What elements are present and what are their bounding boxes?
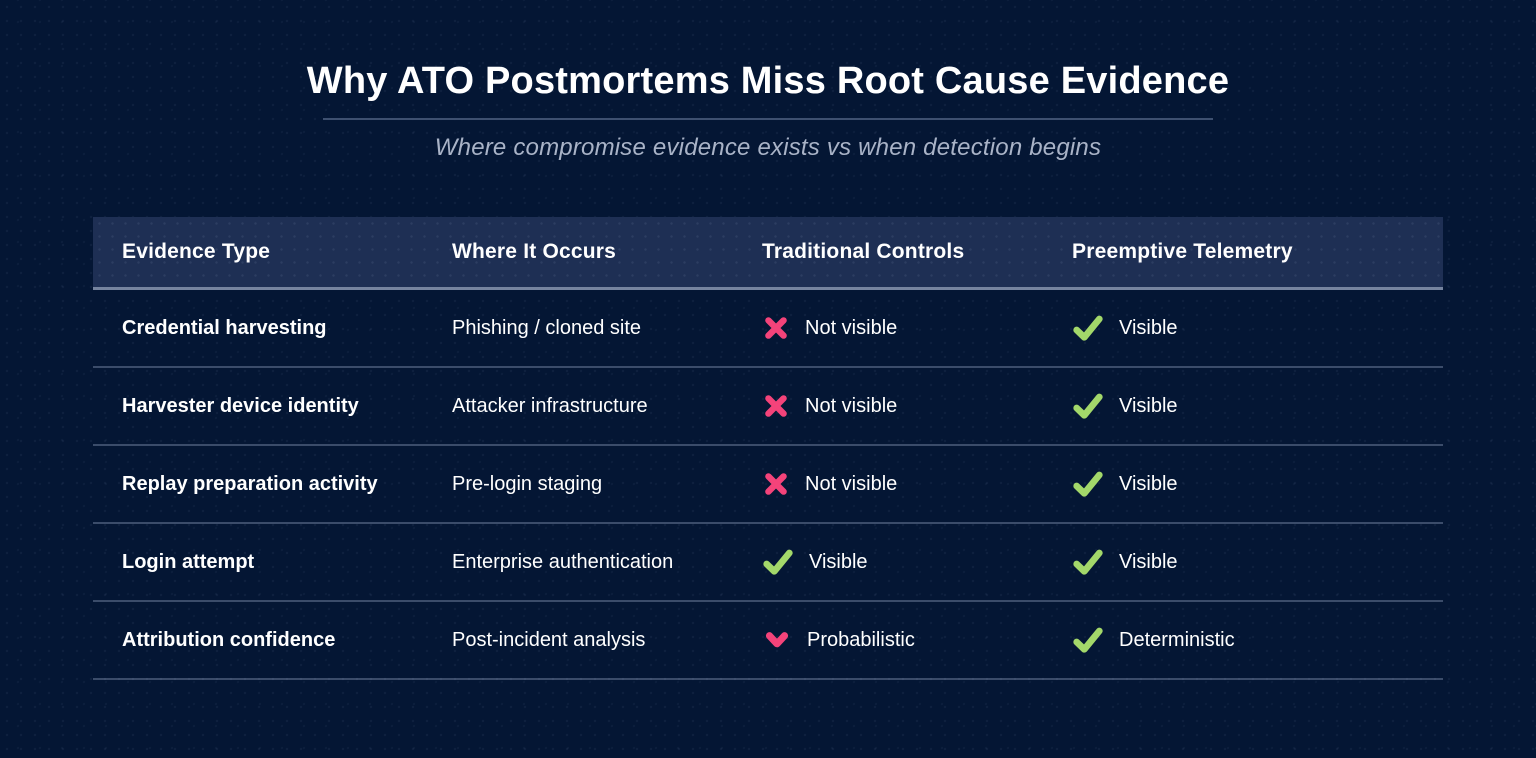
table-row: Harvester device identity Attacker infra… [93,368,1443,446]
where-it-occurs-cell: Pre-login staging [452,472,603,495]
check-icon [1072,468,1104,500]
traditional-controls-cell: Not visible [762,392,1072,420]
table-row: Attribution confidence Post-incident ana… [93,602,1443,680]
table-row: Login attempt Enterprise authentication … [93,524,1443,602]
check-icon [1072,390,1104,422]
where-it-occurs-cell: Phishing / cloned site [452,316,642,339]
traditional-controls-cell: Not visible [762,470,1072,498]
status-label: Visible [1119,550,1178,573]
status-label: Not visible [805,316,898,339]
status-label: Not visible [805,394,898,417]
evidence-table: Evidence Type Where It Occurs Traditiona… [93,217,1443,680]
table-row: Credential harvesting Phishing / cloned … [93,290,1443,368]
traditional-controls-cell: Visible [762,546,1072,578]
check-icon [1072,624,1104,656]
chevron-down-icon [762,627,792,653]
check-icon [1072,546,1104,578]
preemptive-telemetry-cell: Visible [1072,312,1443,344]
header-evidence-type: Evidence Type [122,240,271,263]
evidence-type-cell: Attribution confidence [122,628,336,651]
evidence-type-cell: Login attempt [122,550,255,573]
cross-icon [762,392,790,420]
check-icon [1072,312,1104,344]
where-it-occurs-cell: Post-incident analysis [452,628,646,651]
evidence-type-cell: Credential harvesting [122,316,327,339]
header-traditional-controls: Traditional Controls [762,240,965,263]
table-header-row: Evidence Type Where It Occurs Traditiona… [93,217,1443,290]
table-row: Replay preparation activity Pre-login st… [93,446,1443,524]
status-label: Not visible [805,472,898,495]
preemptive-telemetry-cell: Deterministic [1072,624,1443,656]
page-header: Why ATO Postmortems Miss Root Cause Evid… [0,0,1536,162]
status-label: Visible [1119,394,1178,417]
status-label: Visible [809,550,868,573]
evidence-type-cell: Replay preparation activity [122,472,378,495]
cross-icon [762,314,790,342]
cross-icon [762,470,790,498]
evidence-type-cell: Harvester device identity [122,394,359,417]
check-icon [762,546,794,578]
page-title: Why ATO Postmortems Miss Root Cause Evid… [306,60,1230,102]
status-label: Deterministic [1119,628,1235,651]
status-label: Visible [1119,472,1178,495]
preemptive-telemetry-cell: Visible [1072,468,1443,500]
traditional-controls-cell: Probabilistic [762,627,1072,653]
preemptive-telemetry-cell: Visible [1072,390,1443,422]
status-label: Probabilistic [807,628,915,651]
traditional-controls-cell: Not visible [762,314,1072,342]
where-it-occurs-cell: Attacker infrastructure [452,394,648,417]
header-where-it-occurs: Where It Occurs [452,240,617,263]
where-it-occurs-cell: Enterprise authentication [452,550,674,573]
status-label: Visible [1119,316,1178,339]
title-divider [323,118,1213,120]
preemptive-telemetry-cell: Visible [1072,546,1443,578]
page-subtitle: Where compromise evidence exists vs when… [434,134,1102,161]
header-preemptive-telemetry: Preemptive Telemetry [1072,240,1293,263]
